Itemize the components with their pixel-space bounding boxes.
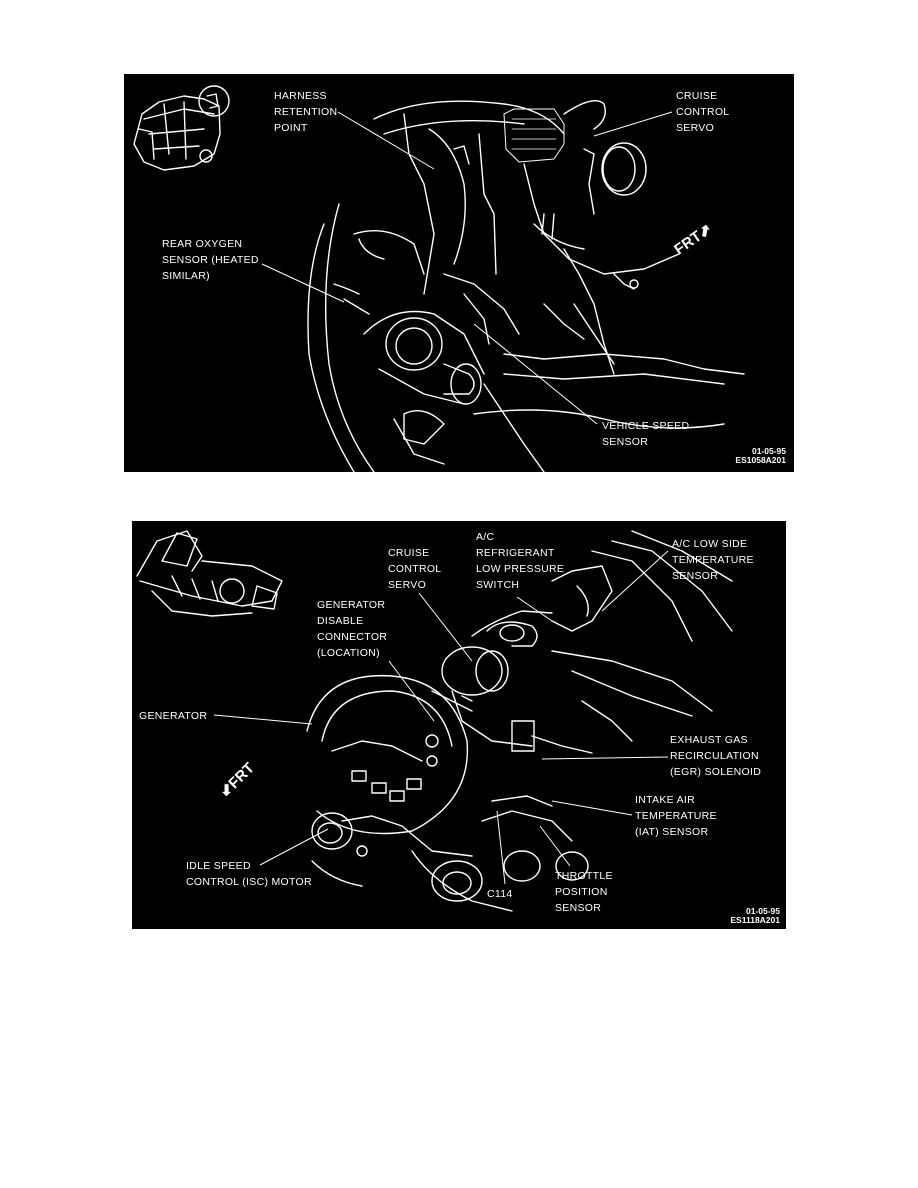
engine-line-art xyxy=(133,85,745,472)
label-rear-oxygen-sensor: REAR OXYGEN SENSOR (HEATED SIMILAR) xyxy=(162,238,259,282)
figure-code: 01-05-95 ES1058A201 xyxy=(735,447,786,465)
label-cruise-control-servo: CRUISE CONTROL SERVO xyxy=(676,90,730,134)
label-iat-sensor: INTAKE AIR TEMPERATURE (IAT) SENSOR xyxy=(635,794,717,838)
figure-2-engine-diagram: CRUISE CONTROL SERVO A/C REFRIGERANT LOW… xyxy=(132,521,786,929)
label-generator: GENERATOR xyxy=(139,710,208,722)
label-cruise-control-servo: CRUISE CONTROL SERVO xyxy=(388,547,442,591)
locator-thumbnail-icon xyxy=(136,530,283,617)
figure-1-engine-diagram: HARNESS RETENTION POINT CRUISE CONTROL S… xyxy=(124,74,794,472)
leader-lines xyxy=(213,550,669,885)
figure-date: 01-05-95 xyxy=(745,906,780,916)
label-ac-refrigerant-low-pressure-switch: A/C REFRIGERANT LOW PRESSURE SWITCH xyxy=(476,531,565,591)
label-c114: C114 xyxy=(487,888,513,900)
label-ac-low-side-temperature-sensor: A/C LOW SIDE TEMPERATURE SENSOR xyxy=(672,538,754,582)
figure-code: 01-05-95 ES1118A201 xyxy=(730,907,780,925)
label-generator-disable-connector: GENERATOR DISABLE CONNECTOR (LOCATION) xyxy=(317,599,388,659)
figure-date: 01-05-95 xyxy=(751,446,786,456)
arrow-down-left-icon: ⬇ xyxy=(220,782,233,800)
label-egr-solenoid: EXHAUST GAS RECIRCULATION (EGR) SOLENOID xyxy=(670,734,762,778)
label-vehicle-speed-sensor: VEHICLE SPEED SENSOR xyxy=(602,420,690,448)
label-isc-motor: IDLE SPEED CONTROL (ISC) MOTOR xyxy=(186,860,312,888)
label-harness-retention-point: HARNESS RETENTION POINT xyxy=(274,90,338,134)
locator-thumbnail-icon xyxy=(133,85,230,171)
figure-id: ES1058A201 xyxy=(735,455,786,465)
figure-id: ES1118A201 xyxy=(730,915,780,925)
engine-line-art xyxy=(136,530,733,912)
leader-lines xyxy=(261,111,673,425)
label-throttle-position-sensor: THROTTLE POSITION SENSOR xyxy=(555,870,613,914)
